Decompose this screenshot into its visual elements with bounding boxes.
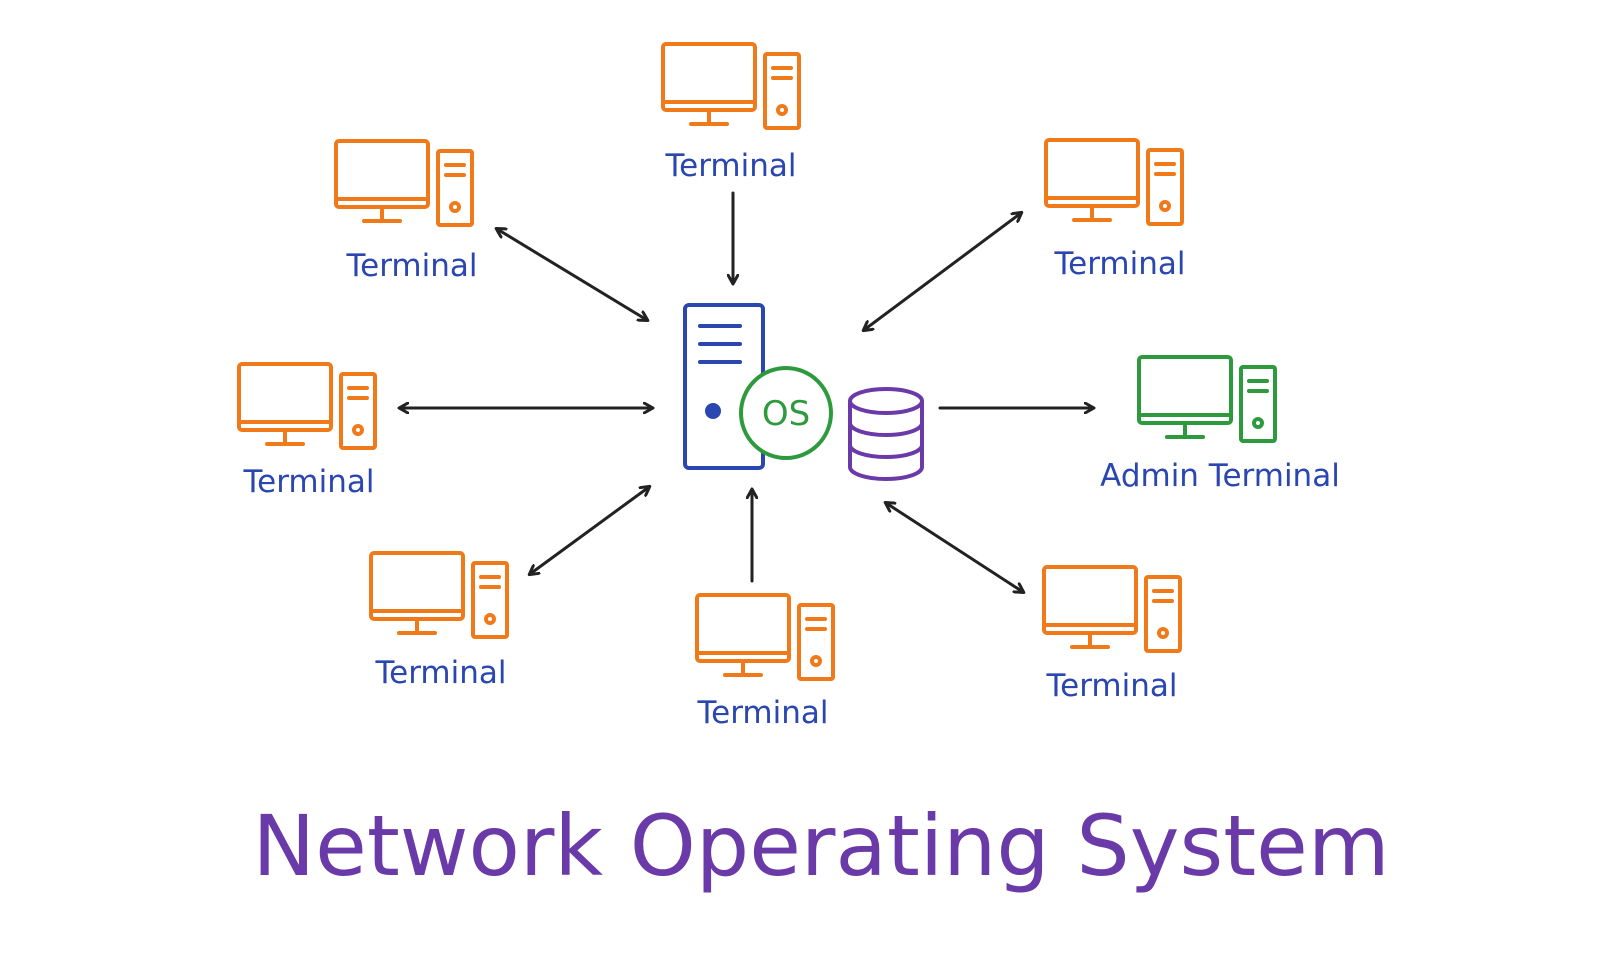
connection-arrow-top-left <box>497 229 647 320</box>
pc-tower-icon <box>471 561 509 639</box>
terminal-node-top-right: Terminal <box>1044 138 1186 282</box>
terminal-node-left: Terminal <box>237 362 377 500</box>
terminal-label: Terminal <box>1045 668 1177 704</box>
terminal-node-bottom-left: Terminal <box>369 551 509 691</box>
monitor-icon <box>1044 138 1140 222</box>
terminal-label: Terminal <box>1053 246 1185 282</box>
pc-tower-icon <box>339 372 377 450</box>
pc-tower-icon <box>1146 148 1184 226</box>
terminal-label: Terminal <box>696 695 828 731</box>
terminal-label: Terminal <box>242 464 374 500</box>
server: OS <box>683 303 924 481</box>
diagram-title: Network Operating System <box>252 797 1389 895</box>
connection-arrow-bottom-right <box>886 503 1023 592</box>
monitor-icon <box>661 42 757 126</box>
monitor-icon <box>1042 565 1138 649</box>
terminal-label: Terminal <box>374 655 506 691</box>
terminal-node-bottom-right: Terminal <box>1042 565 1182 704</box>
monitor-icon <box>334 139 430 223</box>
terminal-label: Admin Terminal <box>1100 458 1340 494</box>
monitor-icon <box>1137 355 1233 439</box>
terminal-node-top: Terminal <box>661 42 801 184</box>
monitor-icon <box>369 551 465 635</box>
monitor-icon <box>695 593 791 677</box>
terminal-node-top-left: Terminal <box>334 139 478 284</box>
pc-tower-icon <box>436 149 474 227</box>
terminal-label: Terminal <box>664 148 796 184</box>
terminal-label: Terminal <box>345 248 477 284</box>
pc-tower-icon <box>797 603 835 681</box>
connection-arrow-bottom-left <box>530 487 649 574</box>
pc-tower-icon <box>763 52 801 130</box>
pc-tower-icon <box>1239 365 1277 443</box>
connection-arrows <box>400 191 1093 592</box>
admin-terminal-node-right: Admin Terminal <box>1100 355 1340 494</box>
monitor-icon <box>237 362 333 446</box>
connection-arrow-top-right <box>864 213 1021 330</box>
os-badge-label: OS <box>762 394 810 434</box>
os-badge: OS <box>739 366 833 460</box>
terminal-node-bottom: Terminal <box>695 593 835 731</box>
database-icon <box>848 387 924 481</box>
pc-tower-icon <box>1144 575 1182 653</box>
